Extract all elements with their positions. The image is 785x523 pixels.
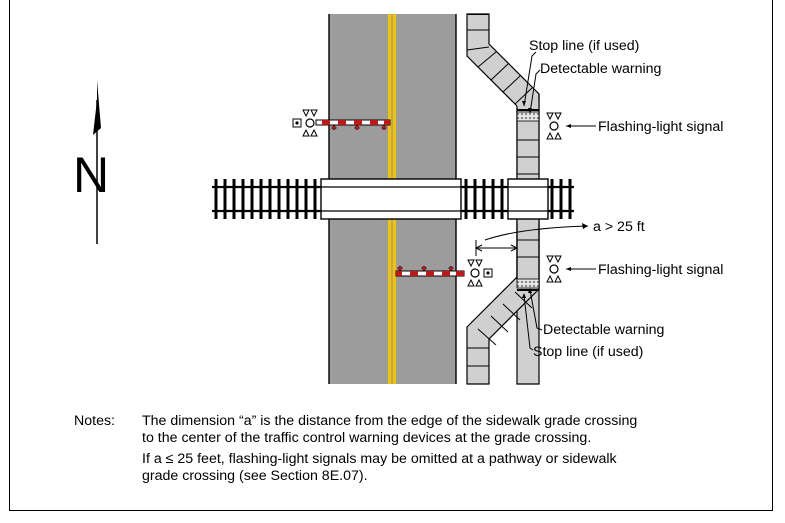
sidewalk [466,13,540,385]
label-stop-line-bottom: Stop line (if used) [533,344,643,360]
gate-arm-bottom [395,259,493,287]
north-label: N [73,147,109,203]
notes: Notes: The dimension “a” is the distance… [74,413,734,485]
detectable-warning-top [516,111,540,122]
label-flashing-signal-bottom: Flashing-light signal [598,262,723,278]
label-flashing-signal-top: Flashing-light signal [598,119,723,135]
detectable-warning-bottom [516,278,540,289]
road-crossing-panel [320,178,462,220]
notes-line-1: The dimension “a” is the distance from t… [142,413,638,429]
flashing-light-signal-top-icon [546,112,562,140]
label-dimension-a: a > 25 ft [593,219,645,235]
label-detectable-warning-bottom: Detectable warning [543,322,664,338]
flashing-light-signal-bottom-icon [546,255,562,283]
dimension-a [474,225,589,256]
notes-line-2: to the center of the traffic control war… [142,430,592,446]
railroad-track [212,178,574,220]
sidewalk-crossing-panel [507,178,549,220]
label-stop-line-top: Stop line (if used) [529,38,639,54]
notes-heading: Notes: [74,413,116,429]
north-arrow-icon: N [73,80,109,244]
gate-arm-top [292,109,391,137]
notes-line-4: grade crossing (see Section 8E.07). [142,468,368,484]
label-detectable-warning-top: Detectable warning [540,61,661,77]
figure-border [9,0,773,511]
notes-line-3: If a ≤ 25 feet, flashing-light signals m… [142,451,617,467]
